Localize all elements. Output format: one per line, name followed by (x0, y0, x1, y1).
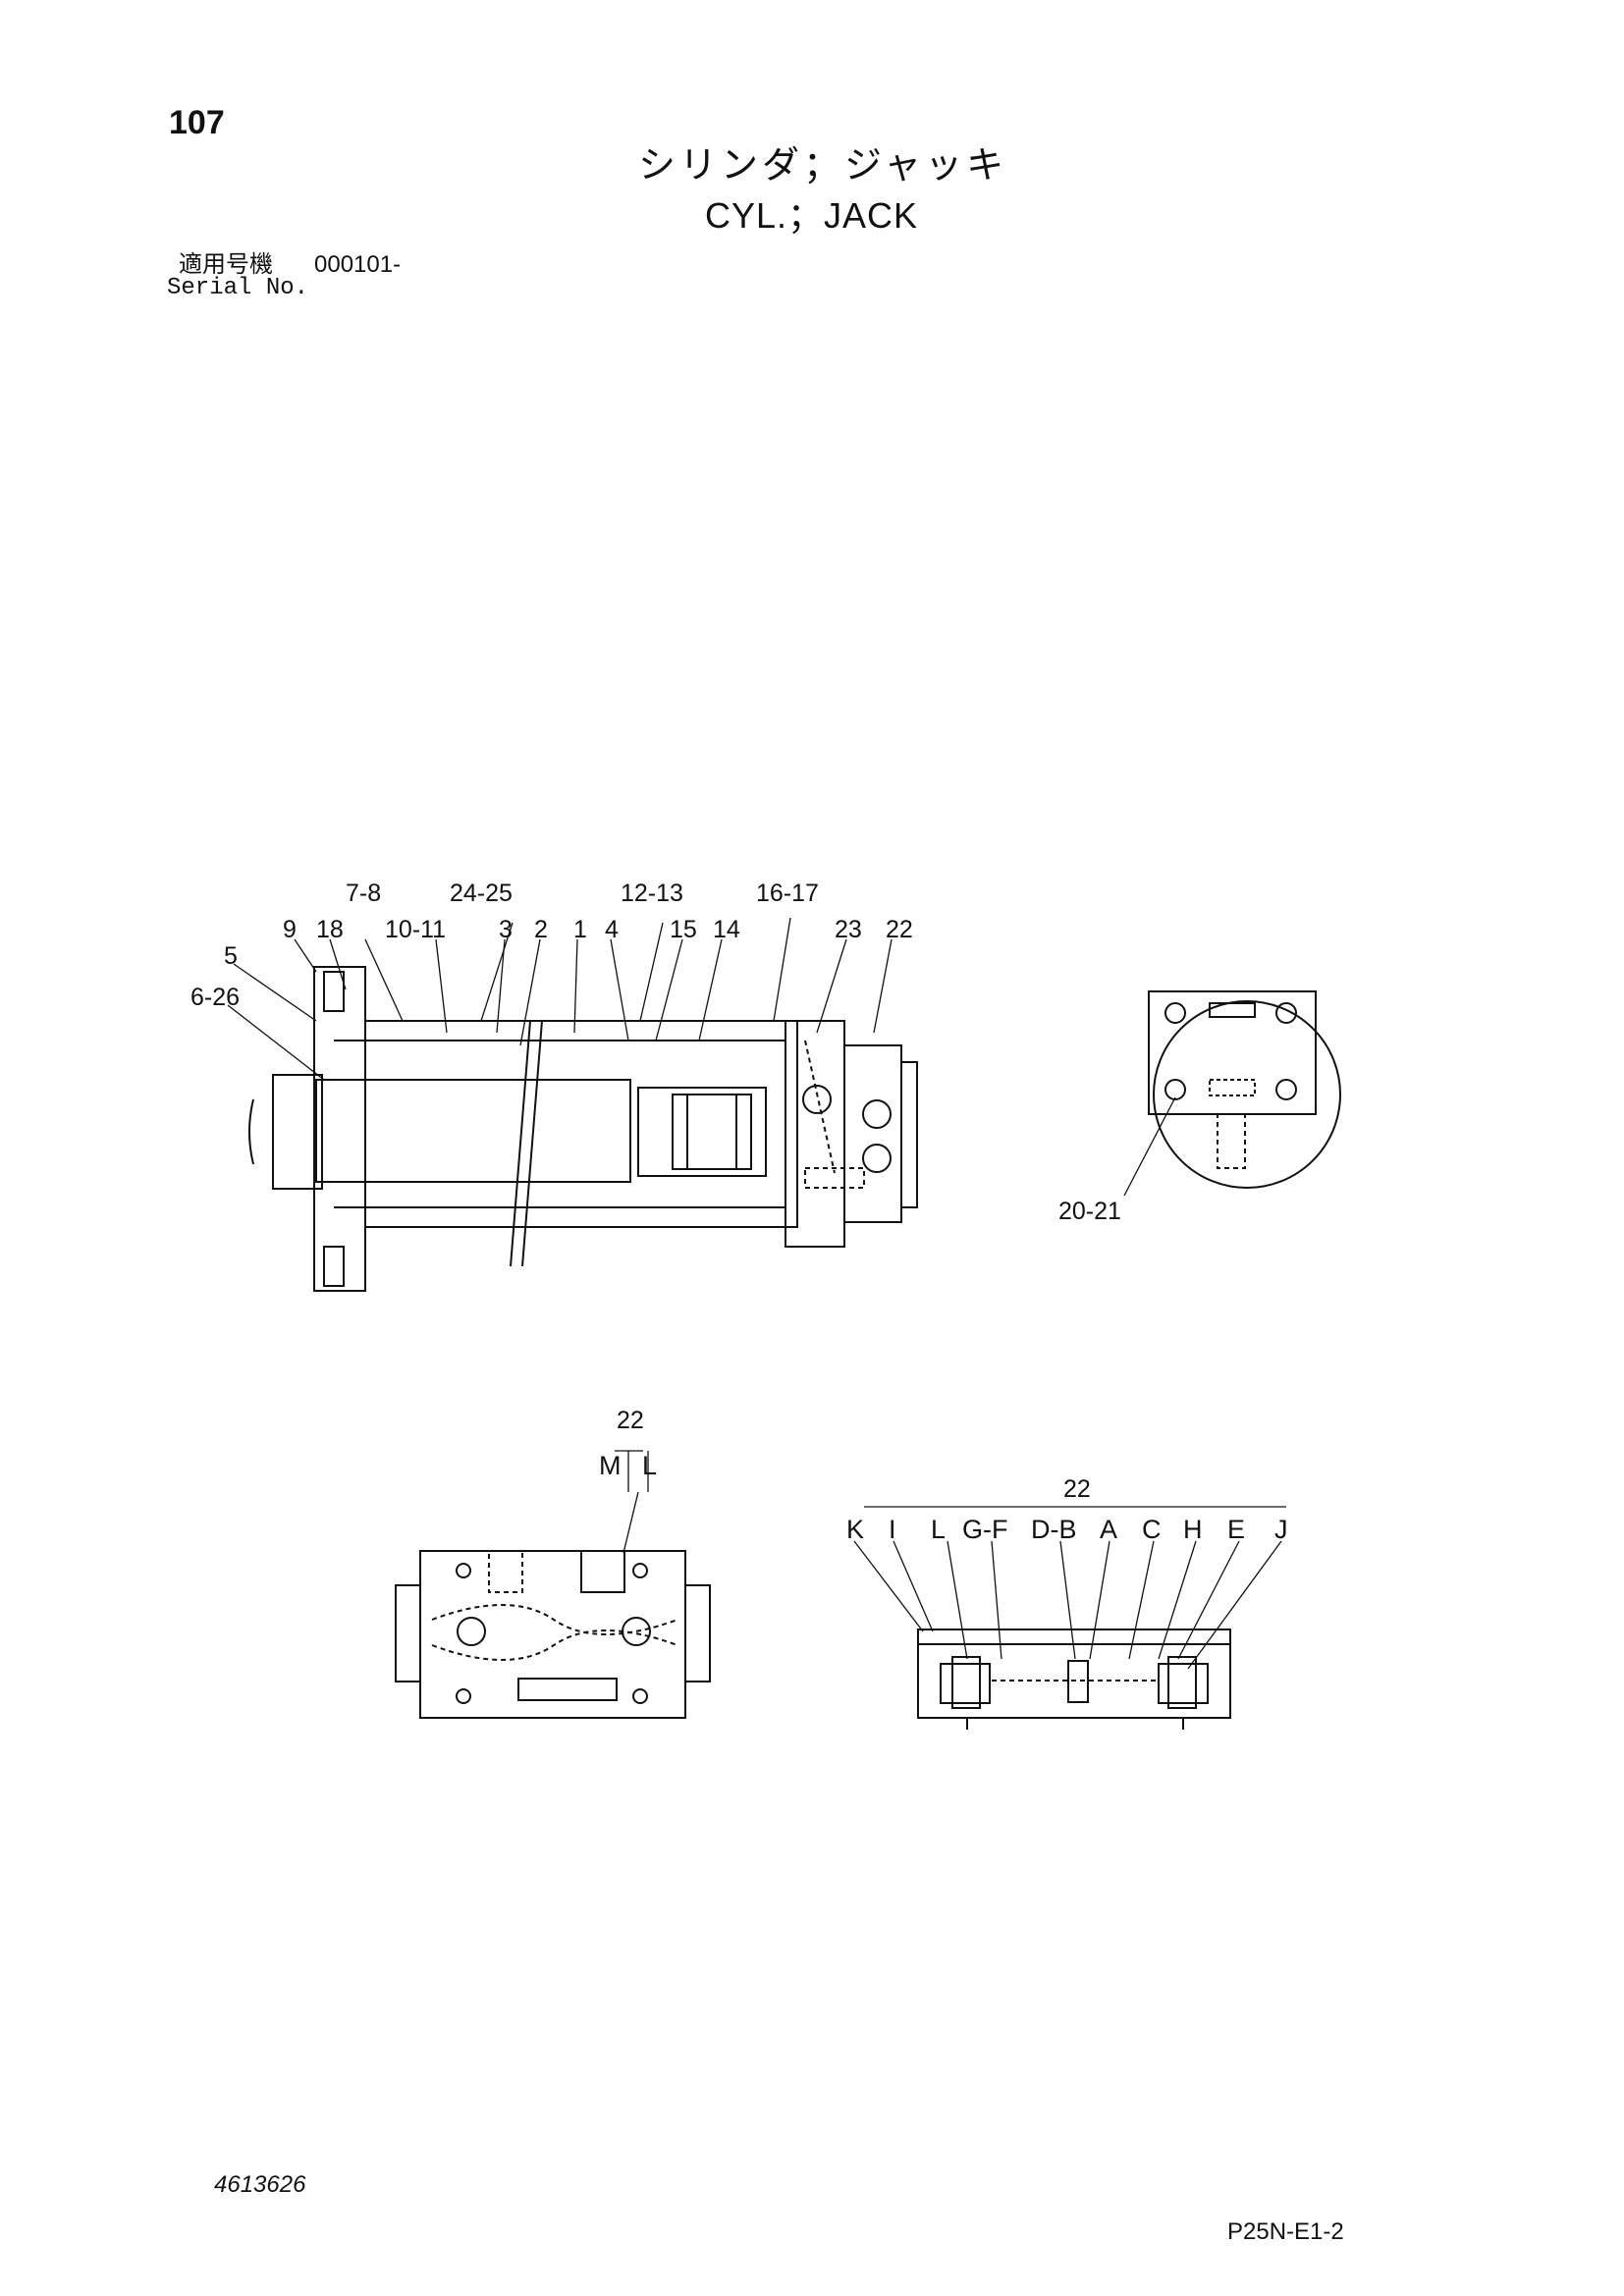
valve-top-callout-22: 22 (617, 1407, 644, 1434)
callout-22: 22 (886, 916, 913, 943)
title-english: CYL.；JACK (705, 195, 919, 236)
callout-24-25: 24-25 (450, 880, 513, 907)
callout-12-13: 12-13 (621, 880, 683, 907)
valve-side-callout-k: K (846, 1515, 864, 1544)
callout-18: 18 (316, 916, 344, 943)
serial-label-japanese: 適用号機 (179, 251, 273, 278)
jack-cylinder-drawing (248, 966, 918, 1292)
callout-16-17: 16-17 (756, 880, 819, 907)
callout-9: 9 (283, 916, 297, 943)
callout-20-21: 20-21 (1058, 1198, 1121, 1225)
callout-3: 3 (499, 916, 513, 943)
callout-14: 14 (713, 916, 740, 943)
document-number: 4613626 (214, 2171, 306, 2198)
valve-top-callout-l: L (642, 1451, 657, 1480)
valve-side-callout-g-f: G-F (962, 1515, 1008, 1544)
valve-top-view-drawing (395, 1550, 711, 1719)
callout-4: 4 (605, 916, 619, 943)
callout-6-26: 6-26 (190, 984, 240, 1011)
valve-top-callout-m: M (599, 1451, 622, 1480)
callout-labels: 7-8 24-25 12-13 16-17 9 18 10-11 3 2 1 4… (190, 880, 1288, 1544)
valve-side-callout-l: L (931, 1515, 946, 1544)
callout-10-11: 10-11 (385, 916, 446, 943)
valve-side-callout-c: C (1142, 1515, 1162, 1544)
valve-side-callout-e: E (1227, 1515, 1245, 1544)
callout-23: 23 (835, 916, 862, 943)
callout-15: 15 (670, 916, 697, 943)
valve-side-callout-i: I (889, 1515, 896, 1544)
valve-side-view-drawing (917, 1629, 1231, 1730)
callout-5: 5 (224, 942, 238, 970)
page-number: 107 (169, 104, 225, 141)
valve-side-callout-22: 22 (1063, 1475, 1091, 1503)
serial-label-english: Serial No. (167, 275, 309, 301)
callout-2: 2 (534, 916, 548, 943)
detail-circle-drawing (1148, 990, 1341, 1189)
callout-7-8: 7-8 (346, 880, 381, 907)
valve-side-callout-d-b: D-B (1031, 1515, 1077, 1544)
valve-side-callout-h: H (1183, 1515, 1203, 1544)
leader-lines (227, 917, 1286, 1670)
serial-number-value: 000101- (314, 251, 402, 278)
valve-side-callout-j: J (1274, 1515, 1288, 1544)
page-code: P25N-E1-2 (1227, 2218, 1344, 2245)
valve-side-callout-a: A (1100, 1515, 1117, 1544)
title-japanese: シリンダ；ジャッキ (638, 145, 1008, 187)
callout-1: 1 (573, 916, 587, 943)
